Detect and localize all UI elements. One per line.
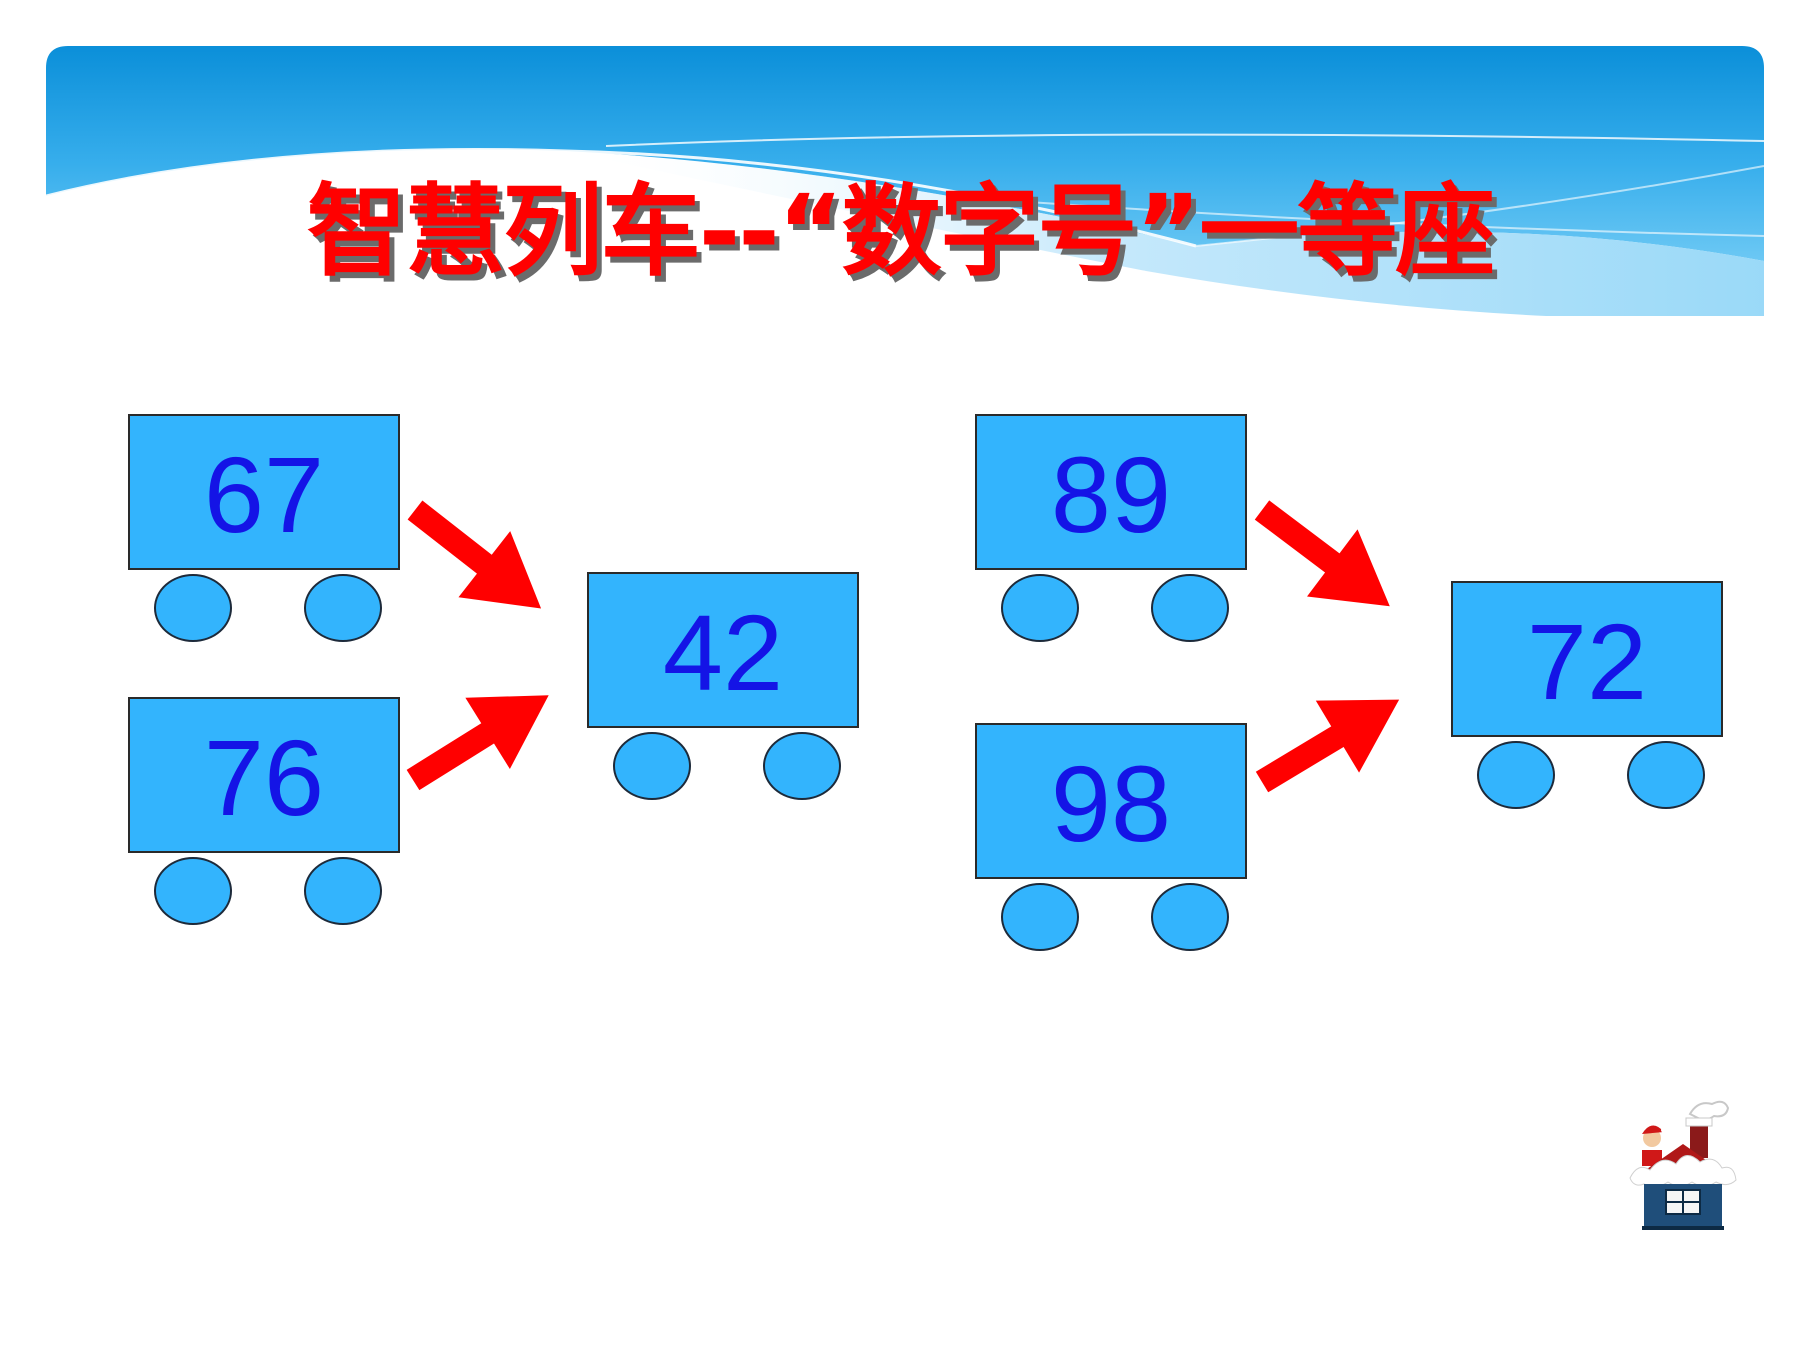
- car-number: 72: [1526, 601, 1648, 722]
- car-body: 42: [587, 572, 859, 728]
- car-number: 89: [1050, 434, 1172, 555]
- right-arrow-icon: [1255, 699, 1400, 793]
- wheel: [154, 574, 232, 642]
- wheel: [1477, 741, 1555, 809]
- wheel: [154, 857, 232, 925]
- wheel: [304, 574, 382, 642]
- wave-banner: [46, 46, 1764, 316]
- car-number: 42: [662, 592, 784, 713]
- train-car-89: 89: [975, 414, 1249, 642]
- right-arrow-icon: [1254, 500, 1390, 607]
- car-number: 67: [203, 434, 325, 555]
- train-car-76: 76: [128, 697, 402, 925]
- right-arrow-icon: [406, 695, 549, 791]
- wheel: [1001, 883, 1079, 951]
- wheel: [1627, 741, 1705, 809]
- car-body: 67: [128, 414, 400, 570]
- house-icon[interactable]: [1628, 1092, 1738, 1232]
- right-arrow-icon: [407, 500, 542, 609]
- wheel: [304, 857, 382, 925]
- train-car-67: 67: [128, 414, 402, 642]
- train-car-72: 72: [1451, 581, 1725, 809]
- train-car-42: 42: [587, 572, 861, 800]
- wheel: [1001, 574, 1079, 642]
- car-body: 89: [975, 414, 1247, 570]
- wheel: [1151, 883, 1229, 951]
- car-body: 72: [1451, 581, 1723, 737]
- slide-title: 智慧列车--“数字号”一等座: [306, 173, 1495, 290]
- wheel: [613, 732, 691, 800]
- car-number: 98: [1050, 743, 1172, 864]
- train-car-98: 98: [975, 723, 1249, 951]
- car-body: 76: [128, 697, 400, 853]
- wheel: [1151, 574, 1229, 642]
- car-body: 98: [975, 723, 1247, 879]
- wheel: [763, 732, 841, 800]
- car-number: 76: [203, 717, 325, 838]
